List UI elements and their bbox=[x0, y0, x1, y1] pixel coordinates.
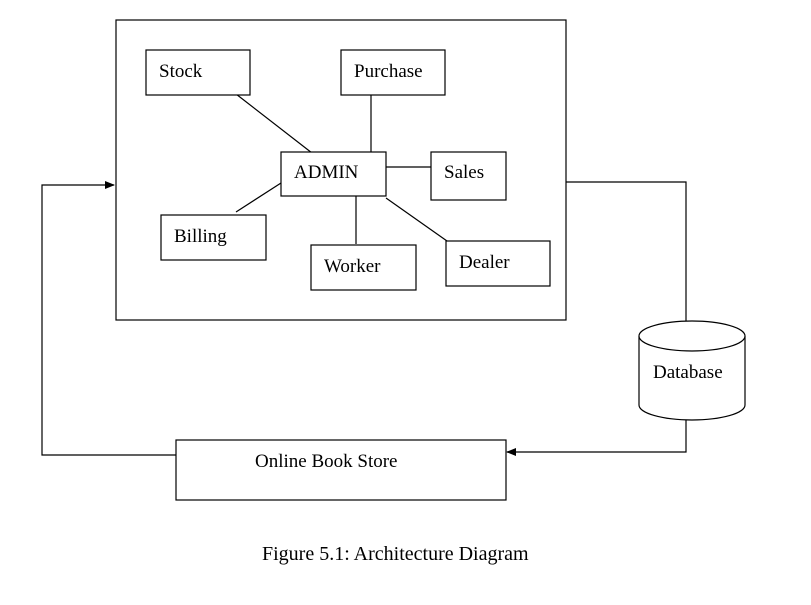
link-stock-admin bbox=[235, 93, 313, 154]
module-billing: Billing bbox=[160, 214, 267, 261]
module-sales-label: Sales bbox=[444, 162, 484, 183]
module-worker: Worker bbox=[310, 244, 417, 291]
figure-caption: Figure 5.1: Architecture Diagram bbox=[262, 543, 529, 565]
database-cylinder: Database bbox=[638, 320, 746, 421]
link-admin-dealer bbox=[385, 197, 448, 242]
arrow-database-store bbox=[506, 420, 687, 456]
module-dealer: Dealer bbox=[445, 240, 551, 287]
online-book-store-box: Online Book Store bbox=[175, 439, 507, 501]
link-frame-database bbox=[566, 181, 687, 321]
link-admin-billing bbox=[235, 182, 282, 213]
system-frame bbox=[115, 19, 567, 321]
module-worker-label: Worker bbox=[324, 256, 381, 277]
module-dealer-label: Dealer bbox=[459, 252, 510, 273]
arrow-store-frame bbox=[41, 181, 176, 456]
module-admin-label: ADMIN bbox=[294, 162, 359, 183]
module-admin: ADMIN bbox=[280, 151, 387, 197]
module-purchase: Purchase bbox=[340, 49, 446, 96]
module-billing-label: Billing bbox=[174, 226, 227, 247]
module-purchase-label: Purchase bbox=[354, 61, 423, 82]
online-book-store-label: Online Book Store bbox=[255, 451, 398, 472]
module-sales: Sales bbox=[430, 151, 507, 201]
module-stock: Stock bbox=[145, 49, 251, 96]
database-label: Database bbox=[653, 362, 723, 383]
module-stock-label: Stock bbox=[159, 61, 203, 82]
